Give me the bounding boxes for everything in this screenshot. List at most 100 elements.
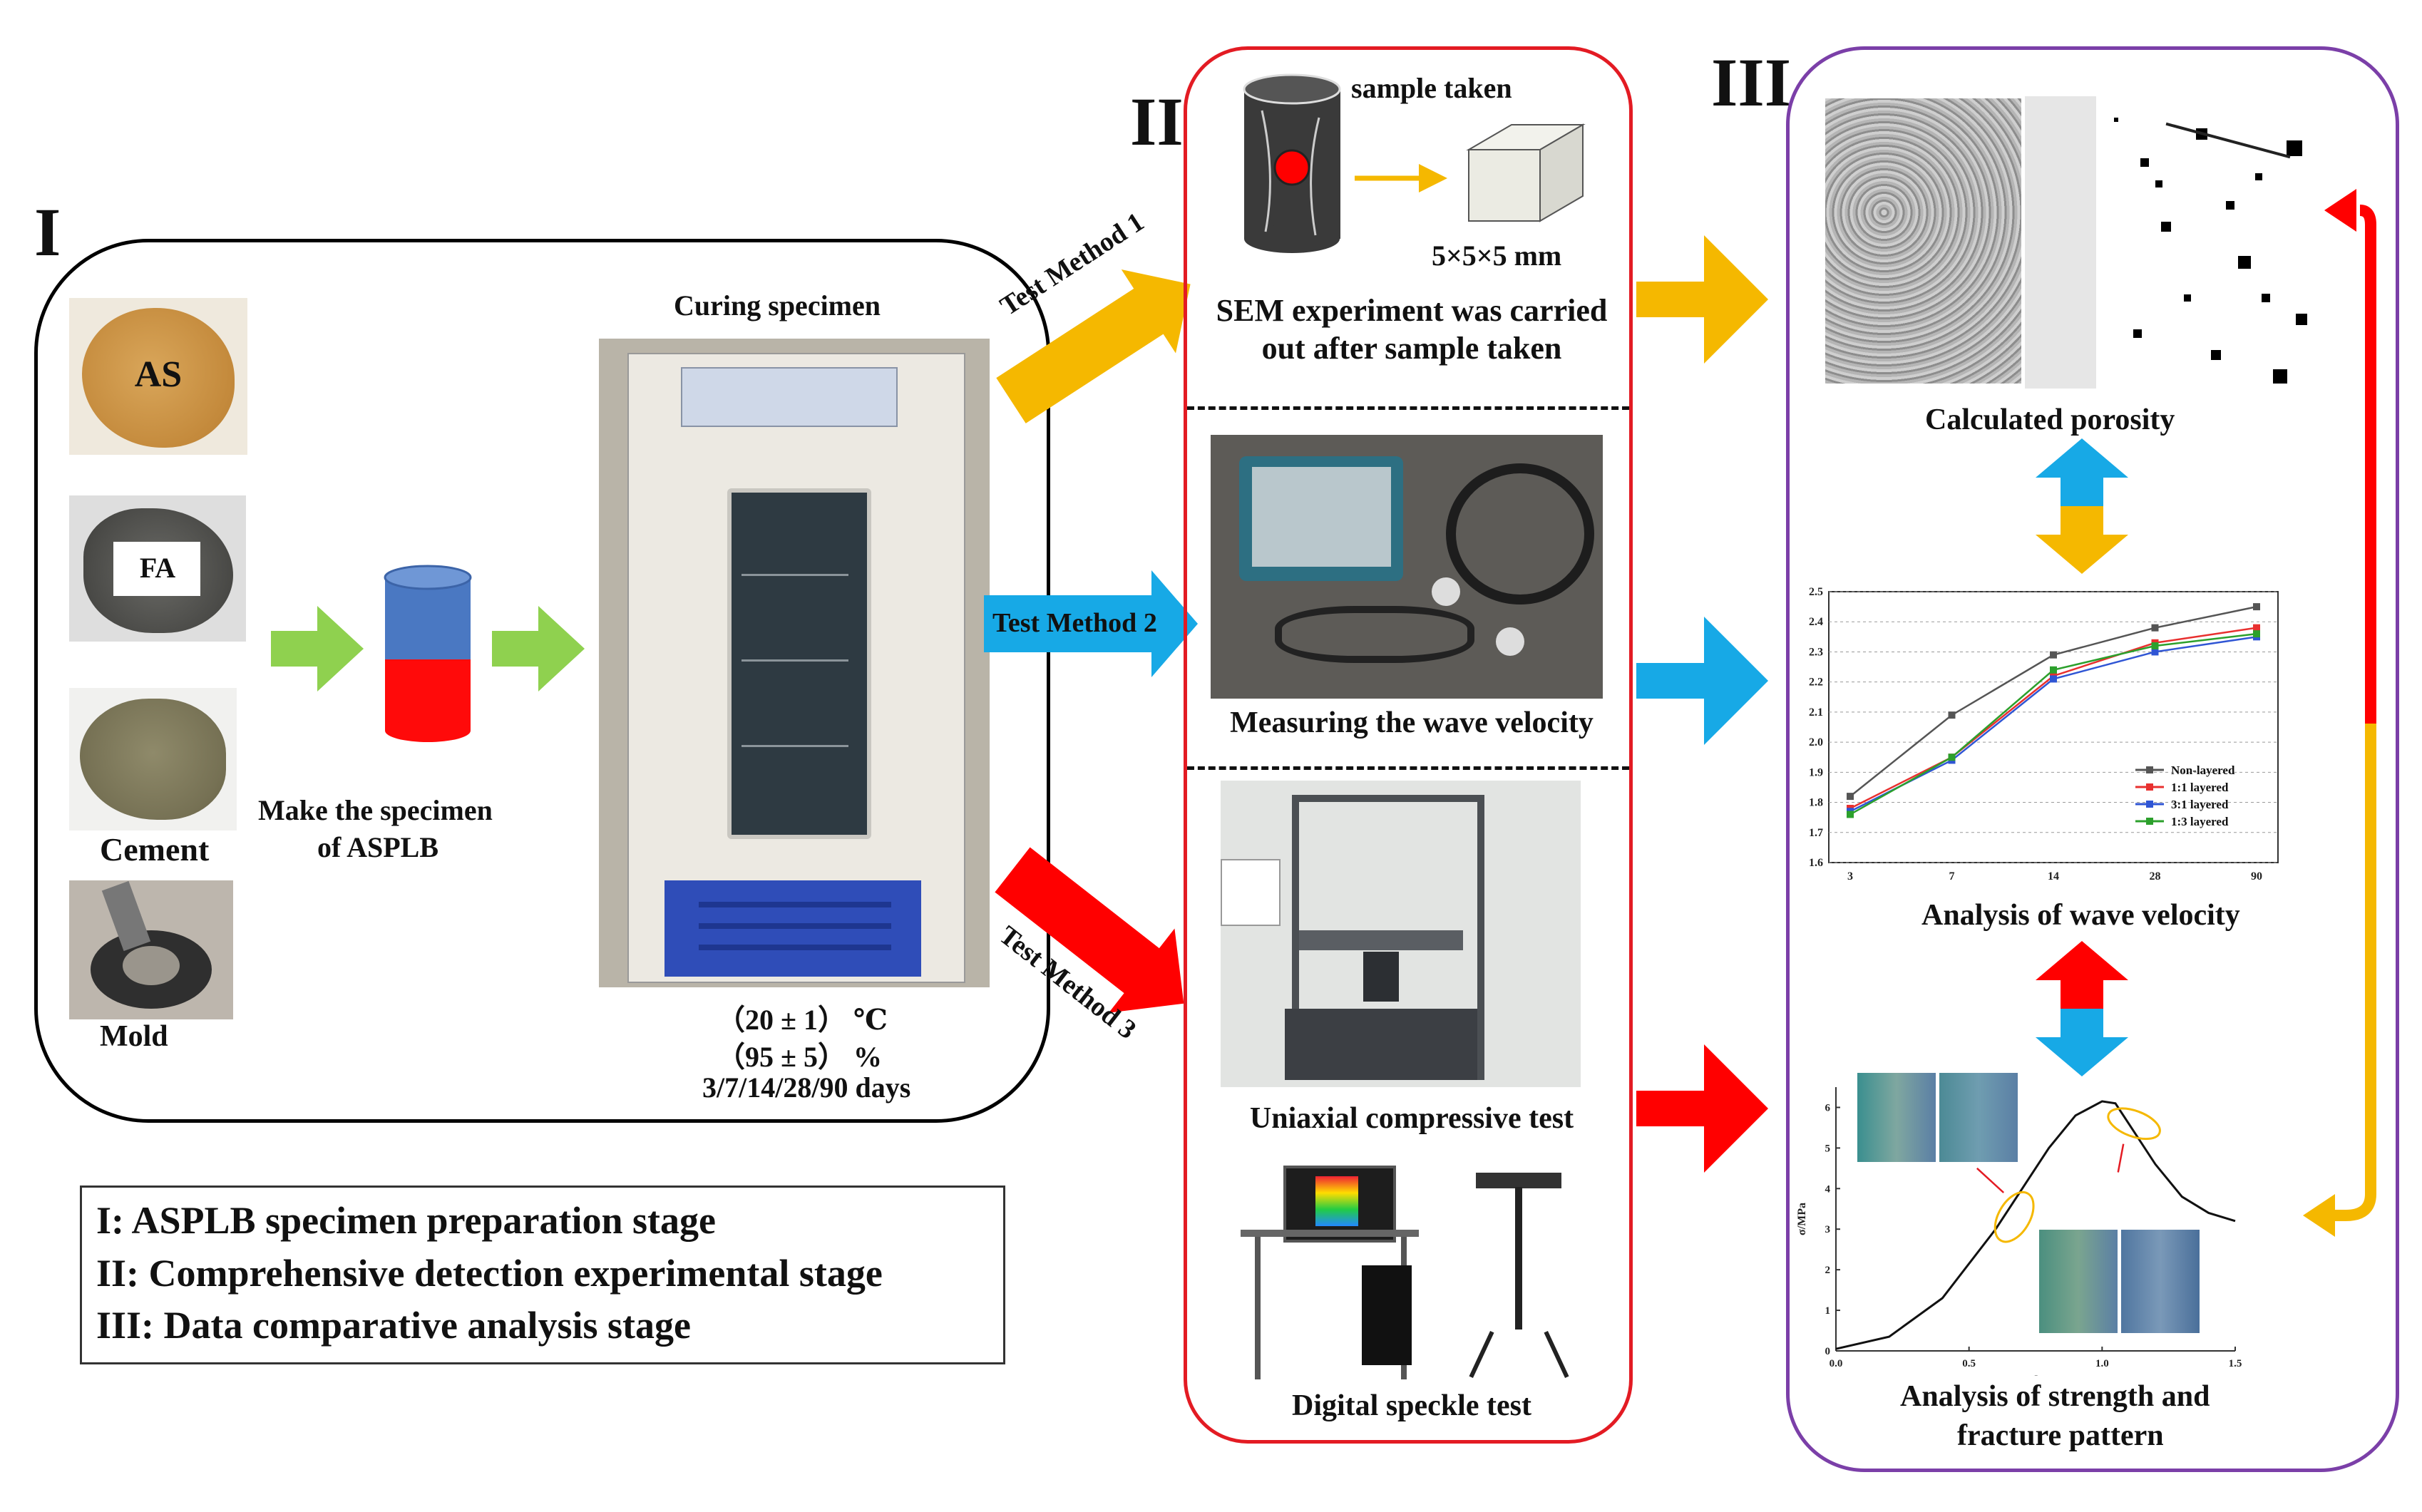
method-arrows <box>984 269 1198 1013</box>
y-tick-label: 1 <box>1825 1305 1831 1317</box>
stress-strain-curve <box>1835 1100 2236 1350</box>
plot-area <box>1828 591 2279 863</box>
strength-caption-line2: fracture pattern <box>1957 1419 2164 1452</box>
curing-days: 3/7/14/28/90 days <box>702 1071 911 1104</box>
data-point <box>2151 642 2159 649</box>
wave-analysis-caption: Analysis of wave velocity <box>1921 899 2240 932</box>
data-point <box>2253 603 2260 611</box>
y-tick-label: 2 <box>1825 1265 1831 1276</box>
porosity-wave-link-icon <box>2036 438 2128 574</box>
prep-flow-graphics <box>271 565 585 742</box>
x-tick-label: 14 <box>2048 870 2059 883</box>
specimen-cylinder-icon <box>384 565 472 742</box>
data-point <box>2050 675 2057 683</box>
legend-label: 3:1 layered <box>2171 798 2229 811</box>
x-tick-label: 1.0 <box>2095 1358 2109 1369</box>
stage2-to-3-arrows <box>1636 235 1768 1173</box>
y-tick-label: 2.2 <box>1809 677 1823 689</box>
mold-photo <box>69 880 233 1019</box>
make-specimen-line2: of ASPLB <box>317 831 439 863</box>
fa-sample-photo: FA <box>69 495 246 642</box>
digital-speckle-photo <box>1233 1151 1576 1383</box>
method3-arrow-icon <box>995 847 1184 1013</box>
y-tick-label: 0 <box>1825 1346 1831 1357</box>
method2-arrow-icon <box>984 570 1198 677</box>
data-point <box>1948 711 1956 719</box>
x-tick-label: 3 <box>1847 870 1853 883</box>
x-tick-label: 1.5 <box>2229 1358 2242 1369</box>
red-arrow-icon <box>1636 1044 1768 1173</box>
pointer-arrow <box>1976 1167 2005 1193</box>
stage-legend-box <box>80 1186 1005 1364</box>
blue-arrow-icon <box>1636 617 1768 745</box>
x-axis-label: ε <box>2033 1372 2038 1376</box>
curing-title: Curing specimen <box>674 289 881 322</box>
y-tick-label: 4 <box>1825 1183 1831 1195</box>
legend-line-3: III: Data comparative analysis stage <box>96 1304 691 1347</box>
legend-marker <box>2146 766 2153 773</box>
cement-label: Cement <box>100 831 210 868</box>
data-point <box>2151 624 2159 632</box>
method1-arrow-icon <box>996 269 1191 423</box>
highlight-ellipse <box>1993 1190 2035 1243</box>
y-tick-label: 2.4 <box>1809 616 1823 628</box>
green-arrow-icon <box>492 606 585 691</box>
sem-caption-line2: out after sample taken <box>1261 331 1562 366</box>
data-point <box>2253 624 2260 632</box>
cube-size-label: 5×5×5 mm <box>1432 240 1562 272</box>
stage-two-divider-2 <box>1187 766 1629 770</box>
wave-strength-link-icon <box>2036 941 2128 1076</box>
porosity-caption: Calculated porosity <box>1925 403 2175 436</box>
stage-one-numeral: I <box>34 194 61 270</box>
legend-marker <box>2146 801 2153 808</box>
speckle-field-image-4 <box>2121 1230 2200 1333</box>
curing-temperature: （20 ± 1） ℃ <box>717 1004 888 1036</box>
legend-marker <box>2146 818 2153 825</box>
stage-two-numeral: II <box>1130 83 1184 160</box>
wave-caption: Measuring the wave velocity <box>1230 706 1594 739</box>
legend-label: Non-layered <box>2171 763 2235 777</box>
y-tick-label: 5 <box>1825 1143 1831 1154</box>
mold-label: Mold <box>100 1020 168 1053</box>
sampling-graphic <box>1243 73 1586 253</box>
x-tick-label: 0.0 <box>1830 1358 1843 1369</box>
speckle-field-image-1 <box>1857 1073 1936 1162</box>
as-sample-photo: AS <box>69 298 247 455</box>
stage-three-frame <box>1786 46 2399 1472</box>
cement-sample-photo <box>69 688 237 830</box>
y-tick-label: 6 <box>1825 1102 1831 1114</box>
sem-divider <box>2025 96 2096 389</box>
legend-line-2: II: Comprehensive detection experimental… <box>96 1252 883 1295</box>
make-specimen-line1: Make the specimen <box>258 794 493 826</box>
y-tick-label: 1.8 <box>1809 797 1823 809</box>
data-point <box>1948 754 1956 761</box>
y-tick-label: 2.0 <box>1809 736 1823 749</box>
test-method-2-label: Test Method 2 <box>992 608 1157 638</box>
feedback-arrow-icon <box>2303 189 2376 1237</box>
y-tick-label: 2.5 <box>1809 586 1823 598</box>
pointer-arrow <box>2117 1143 2125 1173</box>
stage-three-numeral: III <box>1711 44 1792 120</box>
green-arrow-icon <box>271 606 364 691</box>
x-tick-label: 0.5 <box>1962 1358 1976 1369</box>
stage-one-frame <box>34 239 1050 1123</box>
speckle-field-image-3 <box>2039 1230 2118 1333</box>
stage-two-divider-1 <box>1187 406 1629 410</box>
data-point <box>1847 811 1854 818</box>
yellow-arrow-icon <box>1636 235 1768 364</box>
y-tick-label: 1.9 <box>1809 766 1823 778</box>
wave-velocity-device-photo <box>1211 435 1603 699</box>
data-point <box>2050 666 2057 674</box>
y-tick-label: 1.6 <box>1809 857 1823 869</box>
fa-label: FA <box>139 552 176 584</box>
y-tick-label: 3 <box>1825 1224 1831 1235</box>
binary-porosity-image <box>2100 96 2314 389</box>
data-point <box>2151 648 2159 656</box>
uniaxial-machine-photo <box>1221 781 1581 1087</box>
cube-sample-icon <box>1466 123 1586 222</box>
sample-taken-label: sample taken <box>1351 72 1512 104</box>
strength-caption-line1: Analysis of strength and <box>1900 1380 2210 1413</box>
legend-marker <box>2146 783 2153 791</box>
